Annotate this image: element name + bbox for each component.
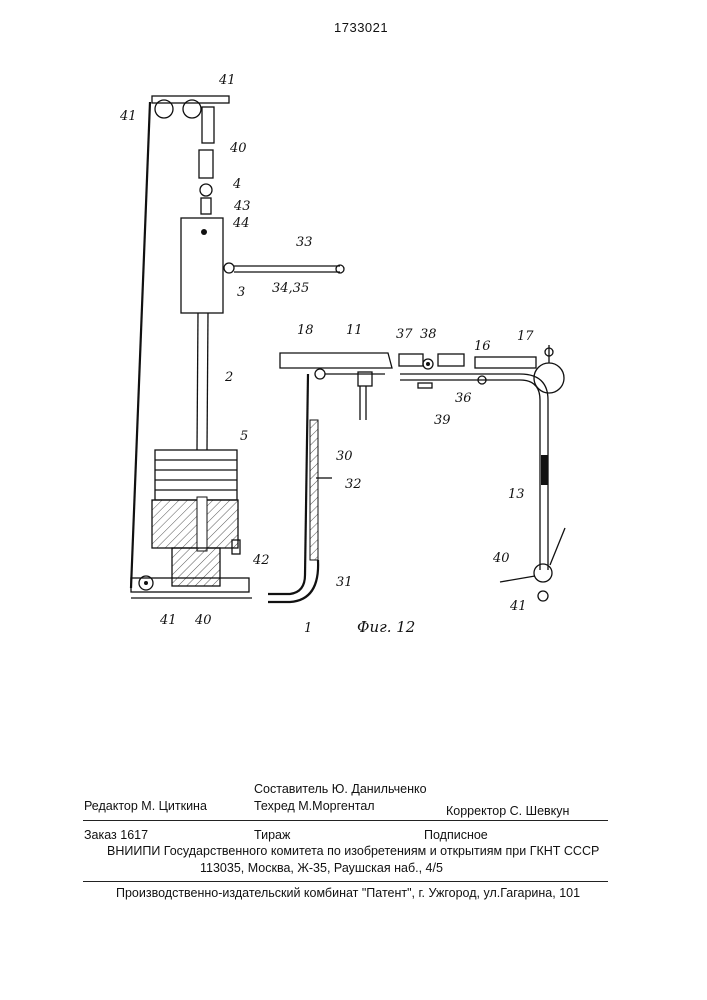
label-30: 30 xyxy=(336,449,353,464)
label-40: 40 xyxy=(229,141,247,156)
label-39: 39 xyxy=(434,413,451,428)
order: Заказ 1617 xyxy=(84,828,148,842)
label-31: 31 xyxy=(336,575,353,590)
circulation: Тираж xyxy=(254,828,290,842)
bench-segments xyxy=(399,354,536,388)
address: 113035, Москва, Ж-35, Раушская наб., 4/5 xyxy=(200,861,443,875)
label-42: 42 xyxy=(252,553,270,568)
label-32: 32 xyxy=(345,477,362,492)
label-17: 17 xyxy=(517,329,534,344)
label-11: 11 xyxy=(346,323,363,338)
label-38: 38 xyxy=(420,327,437,342)
label-41: 41 xyxy=(509,599,527,614)
label-33: 33 xyxy=(296,235,313,250)
label-16: 16 xyxy=(474,339,491,354)
label-5: 5 xyxy=(240,429,248,444)
techred: Техред М.Моргентал xyxy=(254,799,375,813)
support-post xyxy=(268,374,332,602)
label-37: 37 xyxy=(396,327,413,342)
guide-rod xyxy=(197,313,208,450)
label-40: 40 xyxy=(492,551,510,566)
vniipi: ВНИИПИ Государственного комитета по изоб… xyxy=(107,844,599,858)
subscription: Подписное xyxy=(424,828,488,842)
top-rod xyxy=(199,150,213,214)
divider-top xyxy=(83,820,608,821)
label-18: 18 xyxy=(297,323,314,338)
seat xyxy=(280,353,392,420)
label-44: 44 xyxy=(232,216,250,231)
weight-stack xyxy=(152,450,240,586)
label-1: 1 xyxy=(304,621,312,636)
label-36: 36 xyxy=(455,391,472,406)
label-34-35: 34,35 xyxy=(272,281,309,296)
label-4: 4 xyxy=(232,177,241,192)
carriage xyxy=(181,218,344,313)
label-3: 3 xyxy=(237,285,245,300)
compiler: Составитель Ю. Данильченко xyxy=(254,782,427,796)
label-41: 41 xyxy=(218,73,236,88)
label-40: 40 xyxy=(194,613,212,628)
label-41: 41 xyxy=(159,613,177,628)
publisher: Производственно-издательский комбинат "П… xyxy=(116,886,580,900)
label-41: 41 xyxy=(119,109,137,124)
corrector: Корректор С. Шевкун xyxy=(446,804,569,818)
label-2: 2 xyxy=(224,370,233,385)
divider-bottom xyxy=(83,881,608,882)
label-13: 13 xyxy=(508,487,525,502)
label-43: 43 xyxy=(233,199,251,214)
figure-caption: Фиг. 12 xyxy=(357,618,415,636)
editor: Редактор М. Циткина xyxy=(84,799,207,813)
